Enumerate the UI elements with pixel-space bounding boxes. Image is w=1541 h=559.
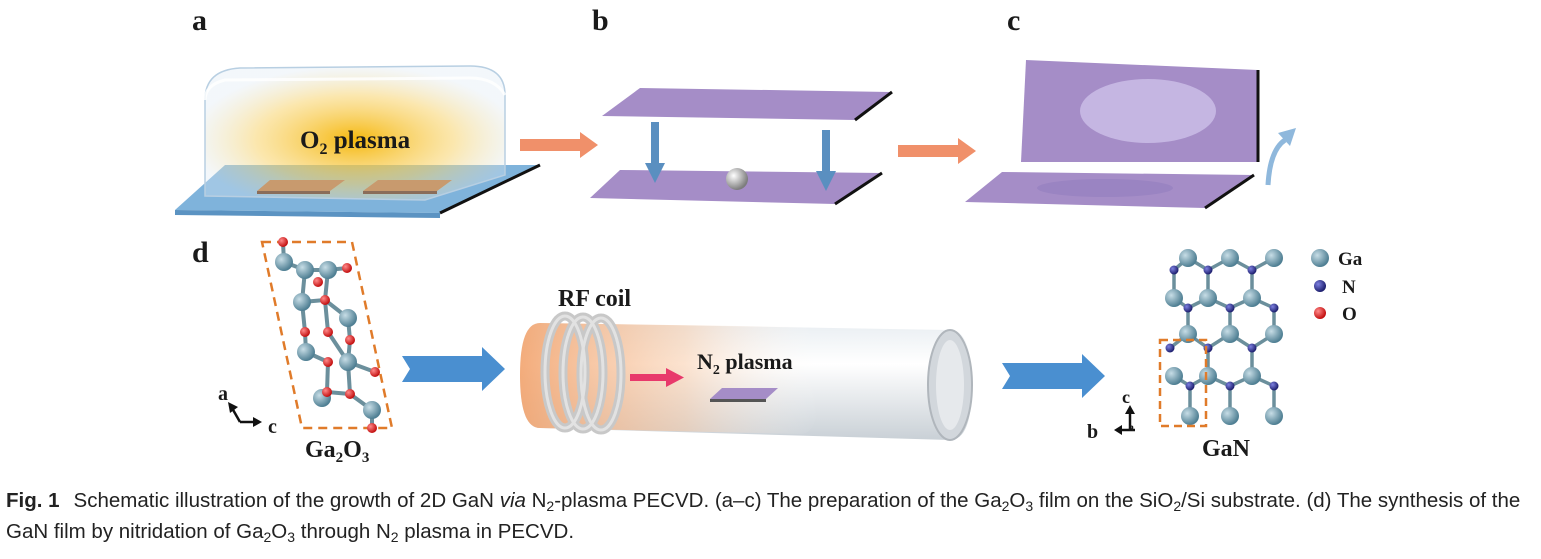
panel-a-chamber: O2 plasma bbox=[175, 65, 541, 218]
arrow-b-to-c bbox=[898, 138, 976, 164]
rf-coil-label: RF coil bbox=[558, 286, 631, 312]
sample-2 bbox=[363, 180, 452, 191]
ga2o3-label: Ga2O3 bbox=[305, 437, 369, 466]
ga2o3-unit-cell bbox=[260, 240, 394, 430]
legend-o-swatch bbox=[1314, 307, 1326, 319]
atom-legend: Ga N O bbox=[1311, 249, 1363, 325]
axis-label-a: a bbox=[218, 383, 228, 405]
panel-c-peel bbox=[965, 60, 1296, 210]
top-substrate bbox=[602, 88, 892, 120]
panel-label-c: c bbox=[1007, 4, 1021, 37]
gan-structure: c b a GaN bbox=[1087, 249, 1283, 462]
figure-number: Fig. 1 bbox=[6, 489, 60, 512]
down-arrow-right bbox=[816, 171, 836, 191]
tube-sample bbox=[710, 388, 778, 399]
gan-label: GaN bbox=[1202, 436, 1251, 462]
axis-label-c: c bbox=[268, 416, 277, 438]
n-atoms-gan bbox=[1165, 265, 1279, 391]
pink-arrow bbox=[666, 368, 684, 387]
panel-label-a: a bbox=[192, 4, 207, 37]
ga2o3-structure: a c Ga2O3 bbox=[218, 237, 394, 466]
arrow-a-to-b bbox=[520, 132, 598, 158]
ga2o3-film-top bbox=[1080, 79, 1216, 143]
gan-axes bbox=[1114, 405, 1135, 435]
blue-arrow-2 bbox=[1002, 354, 1105, 398]
ga-atoms-gan bbox=[1165, 249, 1283, 425]
legend-o-label: O bbox=[1342, 304, 1357, 325]
base-plate-edge bbox=[175, 210, 440, 218]
gan-axis-label-a: a bbox=[1128, 420, 1134, 434]
legend-n-label: N bbox=[1342, 277, 1356, 298]
n2-plasma-label: N2 plasma bbox=[697, 349, 793, 378]
pecvd-tube: RF coil N2 plasma bbox=[520, 286, 973, 441]
panel-label-d: d bbox=[192, 236, 209, 269]
legend-ga-swatch bbox=[1311, 249, 1329, 267]
gan-unit-cell bbox=[1158, 338, 1208, 428]
legend-n-swatch bbox=[1314, 280, 1326, 292]
gan-axis-label-c: c bbox=[1122, 387, 1130, 407]
down-arrow-left bbox=[645, 163, 665, 183]
legend-ga-label: Ga bbox=[1338, 249, 1363, 270]
o2-plasma-label: O2 plasma bbox=[300, 127, 411, 158]
ga-droplet bbox=[726, 168, 748, 190]
blue-arrow-1 bbox=[402, 347, 505, 391]
ga2o3-axes bbox=[228, 402, 262, 427]
sample-1 bbox=[257, 180, 345, 191]
gan-axis-label-b: b bbox=[1087, 421, 1098, 443]
panel-b-transfer bbox=[590, 88, 893, 206]
figure: a b c d bbox=[175, 4, 1363, 466]
schematic: O2 plasma bbox=[175, 60, 1363, 466]
peel-arrow bbox=[1265, 137, 1287, 186]
o-atoms-ga2o3 bbox=[278, 237, 380, 433]
panel-label-b: b bbox=[592, 4, 609, 37]
ga2o3-film-bottom bbox=[1037, 179, 1173, 197]
